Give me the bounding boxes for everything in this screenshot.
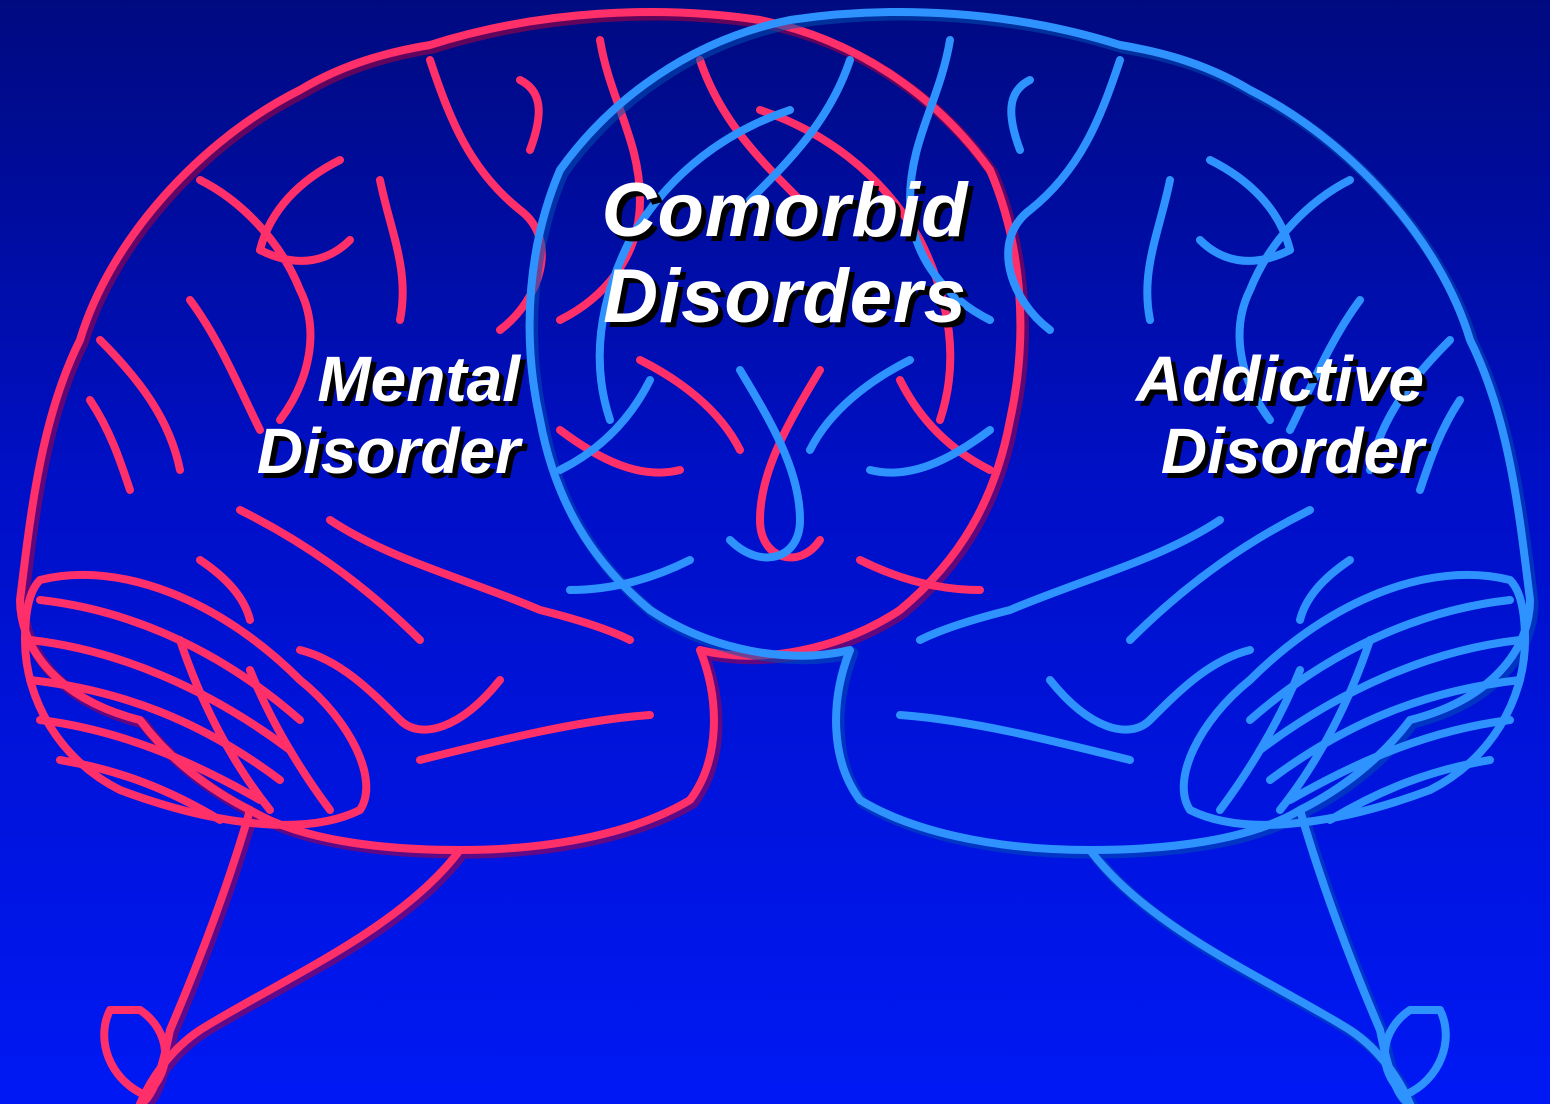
addictive-disorder-label: Addictive Disorder (1040, 343, 1424, 487)
comorbid-disorders-label: Comorbid Disorders (560, 168, 1010, 340)
mental-brainstem-left (140, 810, 250, 1104)
mental-label-line2: Disorder (150, 415, 520, 487)
mental-label-line1: Mental (150, 343, 520, 415)
mental-disorder-label: Mental Disorder (150, 343, 520, 487)
comorbid-label-line1: Comorbid (560, 168, 1010, 254)
addictive-label-line2: Disorder (1040, 415, 1424, 487)
comorbid-label-line2: Disorders (560, 254, 1010, 340)
addictive-label-line1: Addictive (1040, 343, 1424, 415)
